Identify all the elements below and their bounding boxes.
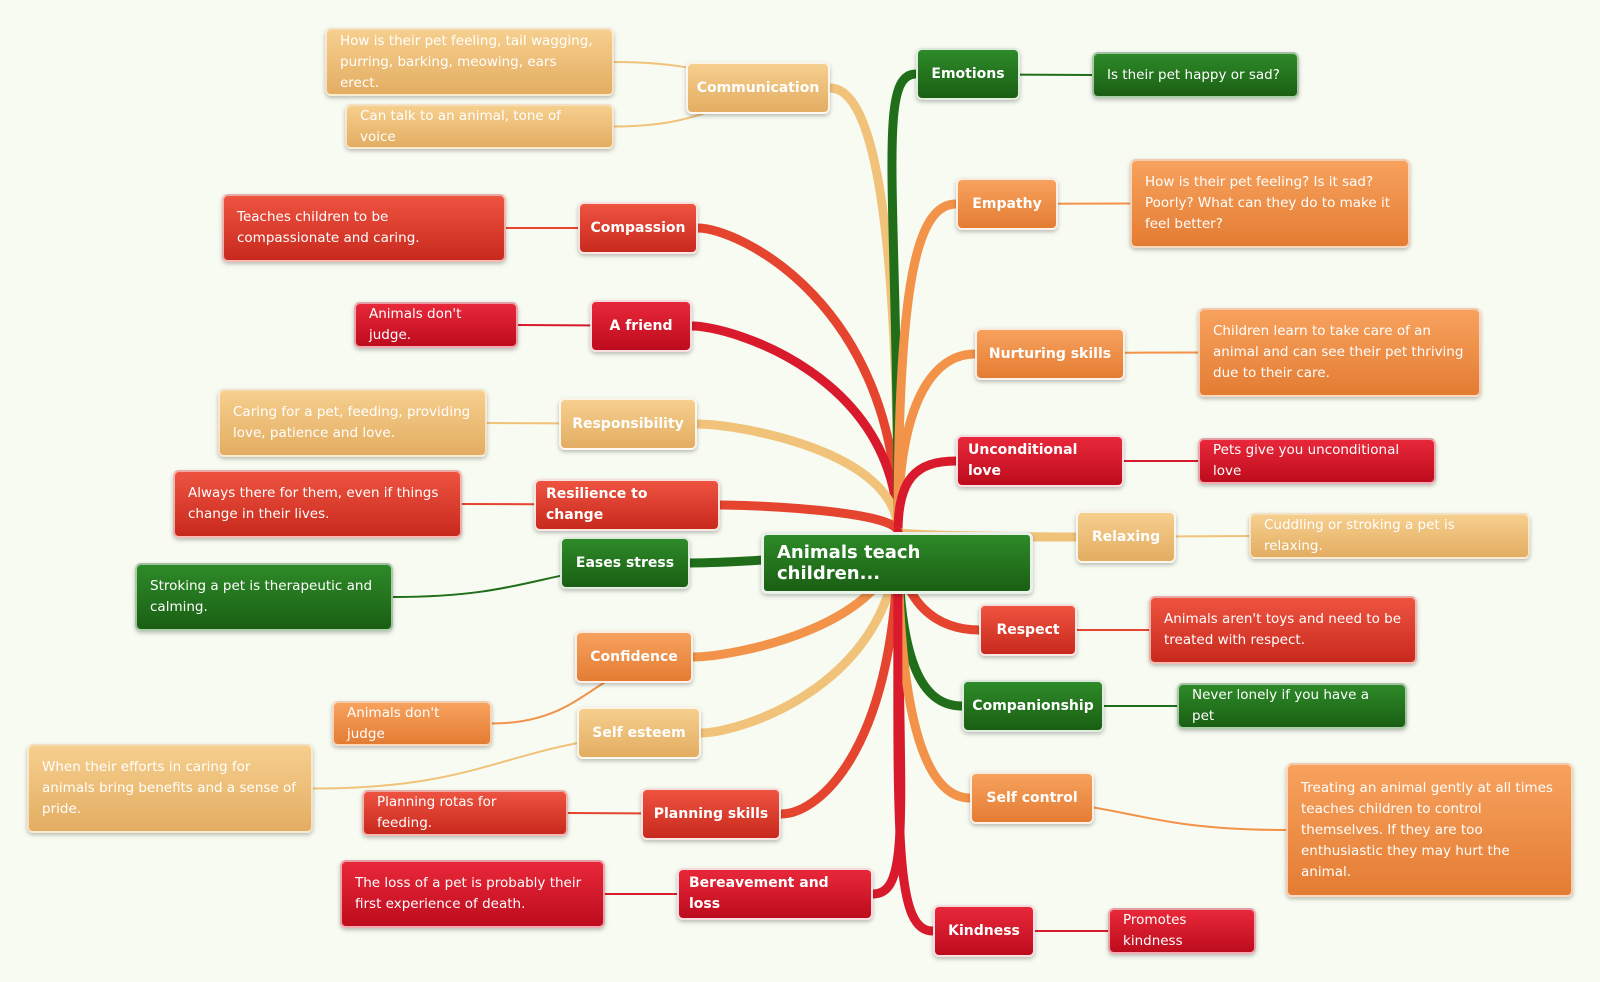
branch-eases-stress[interactable]: Eases stress (560, 537, 690, 589)
branch-empathy[interactable]: Empathy (956, 178, 1058, 230)
branch-a-friend[interactable]: A friend (590, 300, 692, 352)
leaf-bereavement-1[interactable]: The loss of a pet is probably their firs… (340, 860, 605, 928)
branch-relaxing[interactable]: Relaxing (1076, 511, 1176, 563)
branch-bereavement[interactable]: Bereavement and loss (677, 868, 873, 920)
branch-companionship[interactable]: Companionship (962, 680, 1104, 732)
connector-a-friend (687, 321, 903, 537)
branch-kindness[interactable]: Kindness (933, 905, 1035, 957)
leaf-responsibility-1[interactable]: Caring for a pet, feeding, providing lov… (218, 389, 487, 457)
leaf-relaxing-1[interactable]: Cuddling or stroking a pet is relaxing. (1249, 513, 1530, 559)
leaf-self-control-1[interactable]: Treating an animal gently at all times t… (1286, 763, 1573, 897)
branch-self-control[interactable]: Self control (970, 772, 1094, 824)
branch-emotions[interactable]: Emotions (916, 48, 1020, 100)
leaf-nurturing-1[interactable]: Children learn to take care of an animal… (1198, 308, 1481, 397)
connector-unconditional-love (893, 456, 961, 537)
branch-nurturing[interactable]: Nurturing skills (975, 328, 1125, 380)
leaf-emotions-1[interactable]: Is their pet happy or sad? (1092, 52, 1299, 98)
connector-resilience (715, 500, 903, 537)
branch-compassion[interactable]: Compassion (578, 202, 698, 254)
connector-compassion (693, 223, 903, 537)
leaf-confidence-1[interactable]: Animals don't judge (332, 701, 492, 746)
leaf-planning-skills-1[interactable]: Planning rotas for feeding. (362, 790, 568, 836)
branch-planning-skills[interactable]: Planning skills (641, 788, 781, 840)
connector-responsibility (692, 419, 903, 537)
branch-respect[interactable]: Respect (979, 604, 1077, 656)
branch-confidence[interactable]: Confidence (575, 631, 693, 683)
leaf-self-esteem-1[interactable]: When their efforts in caring for animals… (27, 744, 313, 833)
leaf-a-friend-1[interactable]: Animals don't judge. (354, 302, 518, 348)
connector-kindness (893, 527, 938, 936)
connector-empathy (893, 199, 961, 537)
leaf-communication-2[interactable]: Can talk to an animal, tone of voice (345, 104, 614, 149)
branch-communication[interactable]: Communication (686, 62, 830, 114)
branch-resilience[interactable]: Resilience to change (534, 479, 720, 531)
leaf-unconditional-love-1[interactable]: Pets give you unconditional love (1198, 438, 1436, 484)
leaf-resilience-1[interactable]: Always there for them, even if things ch… (173, 470, 462, 538)
leaf-compassion-1[interactable]: Teaches children to be compassionate and… (222, 194, 506, 262)
leaf-kindness-1[interactable]: Promotes kindness (1108, 908, 1256, 954)
leaf-respect-1[interactable]: Animals aren't toys and need to be treat… (1149, 596, 1417, 664)
branch-unconditional-love[interactable]: Unconditional love (956, 435, 1124, 487)
leaf-companionship-1[interactable]: Never lonely if you have a pet (1177, 683, 1407, 729)
branch-self-esteem[interactable]: Self esteem (577, 707, 701, 759)
leaf-eases-stress-1[interactable]: Stroking a pet is therapeutic and calmin… (135, 563, 393, 631)
connector-nurturing (893, 349, 980, 537)
central-topic[interactable]: Animals teach children... (761, 532, 1033, 594)
leaf-empathy-1[interactable]: How is their pet feeling? Is it sad? Poo… (1130, 159, 1410, 248)
leaf-communication-1[interactable]: How is their pet feeling, tail wagging, … (325, 28, 614, 96)
branch-responsibility[interactable]: Responsibility (559, 398, 697, 450)
